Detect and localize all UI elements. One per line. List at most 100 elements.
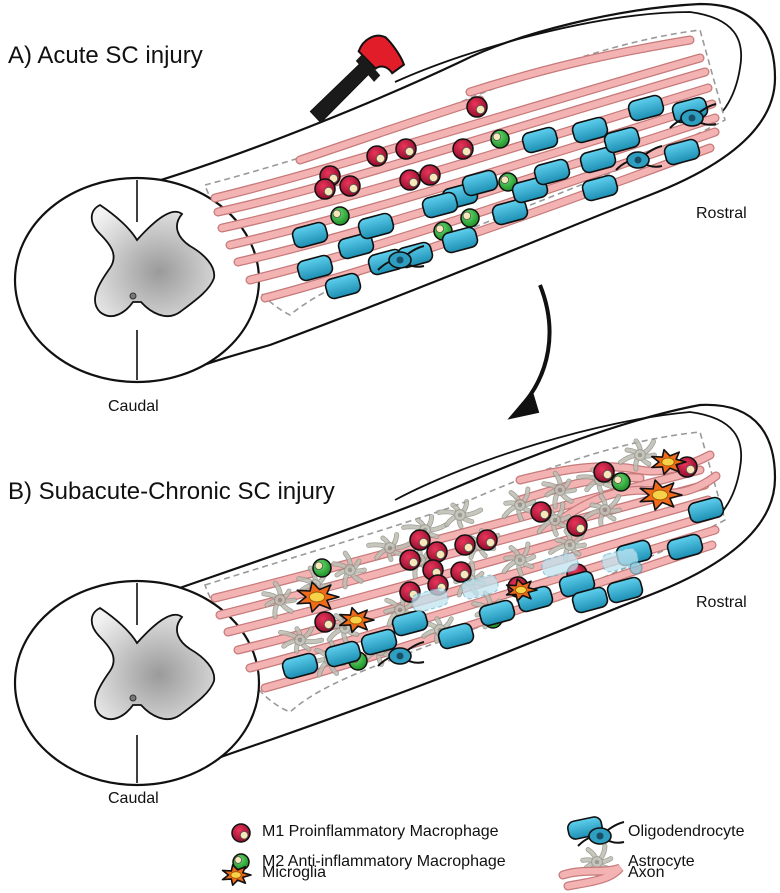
m1-nucleus xyxy=(602,469,613,480)
microglia-nucleus xyxy=(651,489,669,501)
microglia-nucleus xyxy=(661,457,675,467)
astrocyte-nucleus xyxy=(517,502,523,508)
oligodendrocyte-sheath xyxy=(663,138,701,166)
astrocyte xyxy=(618,438,657,472)
m1-nucleus xyxy=(539,509,550,520)
oligodendrocyte-sheath xyxy=(461,169,499,197)
caudal-label-b: Caudal xyxy=(108,790,159,807)
central-canal-a xyxy=(129,292,137,300)
m1-nucleus xyxy=(475,104,486,115)
microglia-nucleus xyxy=(308,591,326,603)
oligodendrocyte-nucleus xyxy=(396,256,404,264)
oligodendrocyte-sheath xyxy=(666,533,704,561)
astrocyte-nucleus xyxy=(557,487,563,493)
m1-nucleus xyxy=(375,153,386,164)
oligodendrocyte-sheath xyxy=(437,622,475,650)
axon xyxy=(296,96,484,164)
faded-oligodendrocyte-soma xyxy=(629,561,643,575)
m1-macrophage xyxy=(339,175,361,197)
microglia xyxy=(296,581,340,613)
oligodendrocyte-sheath xyxy=(603,126,641,154)
tube-inner-edge-b xyxy=(394,411,742,531)
oligodendrocyte-sheath xyxy=(421,191,459,219)
tube-inner-edge-a xyxy=(394,11,742,131)
progression-arrow xyxy=(518,284,552,410)
microglia xyxy=(339,606,375,634)
oligodendrocyte-sheath xyxy=(606,576,644,604)
m1-nucleus xyxy=(408,177,419,188)
m2-nucleus xyxy=(492,132,502,141)
oligodendrocyte-sheath xyxy=(571,116,609,144)
legend-astrocyte-label: Astrocyte xyxy=(628,853,695,870)
oligodendrocyte-sheath xyxy=(291,221,329,249)
astrocyte xyxy=(436,499,484,529)
oligodendrocyte-sheath xyxy=(491,198,529,226)
m2-macrophage xyxy=(611,472,631,492)
oligodendrocyte-nucleus xyxy=(596,832,604,840)
oligodendrocyte-sheath xyxy=(281,652,319,680)
legend-m1-label: M1 Proinflammatory Macrophage xyxy=(262,823,499,840)
m1-macrophage xyxy=(466,96,488,118)
panel-b-subacute-chronic xyxy=(13,403,777,787)
m2-nucleus xyxy=(613,475,623,484)
hammer-icon xyxy=(309,34,406,124)
oligodendrocyte-sheath xyxy=(411,587,449,613)
m2-nucleus xyxy=(332,209,342,218)
rostral-label-b: Rostral xyxy=(696,594,747,611)
astrocyte xyxy=(541,470,577,510)
panel-b-title: B) Subacute-Chronic SC injury xyxy=(8,478,335,505)
oligodendrocyte-sheath xyxy=(541,552,579,578)
m1-macrophage xyxy=(399,549,421,571)
astrocyte-nucleus xyxy=(347,567,353,573)
oligodendrocyte-cell-body xyxy=(669,103,717,129)
grey-matter-a xyxy=(90,203,216,317)
m1-nucleus xyxy=(428,172,439,183)
astrocyte xyxy=(583,493,622,527)
microglia-nucleus xyxy=(230,871,242,879)
m2-nucleus xyxy=(462,211,472,220)
m1-macrophage xyxy=(314,611,336,633)
caudal-label-a: Caudal xyxy=(108,398,159,415)
legend-axon-label: Axon xyxy=(628,864,665,881)
m1-nucleus xyxy=(685,464,696,475)
m1-macrophage xyxy=(231,823,251,843)
microglia xyxy=(505,578,538,602)
astrocyte-nucleus xyxy=(517,557,523,563)
microglia xyxy=(639,479,683,511)
astrocyte-nucleus xyxy=(552,517,558,523)
grey-matter-b xyxy=(90,606,216,720)
oligodendrocyte-sheath xyxy=(337,232,375,260)
astrocyte xyxy=(331,550,367,590)
astrocyte-nucleus xyxy=(637,452,643,458)
oligodendrocyte-nucleus xyxy=(634,156,642,164)
central-canal-b xyxy=(129,694,137,702)
microglia-nucleus xyxy=(514,585,528,595)
m1-nucleus xyxy=(463,542,474,553)
m1-nucleus xyxy=(418,537,429,548)
m2-macrophage xyxy=(312,558,332,578)
m1-nucleus xyxy=(323,619,334,630)
m1-macrophage xyxy=(450,561,472,583)
m1-macrophage xyxy=(366,145,388,167)
m1-macrophage xyxy=(426,541,448,563)
m1-macrophage xyxy=(530,501,552,523)
oligodendrocyte-sheath xyxy=(601,547,639,573)
m2-macrophage xyxy=(460,208,480,228)
astrocyte xyxy=(366,532,414,562)
legend-microglia-label: Microglia xyxy=(262,864,327,881)
m2-macrophage xyxy=(232,853,250,871)
oligodendrocyte-cell-body xyxy=(577,821,625,847)
rostral-label-a: Rostral xyxy=(696,205,747,222)
astrocyte xyxy=(261,580,297,620)
astrocyte-nucleus xyxy=(567,542,573,548)
m1-macrophage xyxy=(454,534,476,556)
legend-oligodendrocyte-label: Oligodendrocyte xyxy=(628,823,745,840)
oligodendrocyte-sheath xyxy=(533,158,571,186)
oligodendrocyte-nucleus xyxy=(396,652,404,660)
m1-nucleus xyxy=(461,146,472,157)
m1-macrophage xyxy=(399,169,421,191)
oligodendrocyte-sheath xyxy=(296,254,334,282)
legend-icons xyxy=(221,816,625,891)
astrocyte-nucleus xyxy=(397,607,403,613)
